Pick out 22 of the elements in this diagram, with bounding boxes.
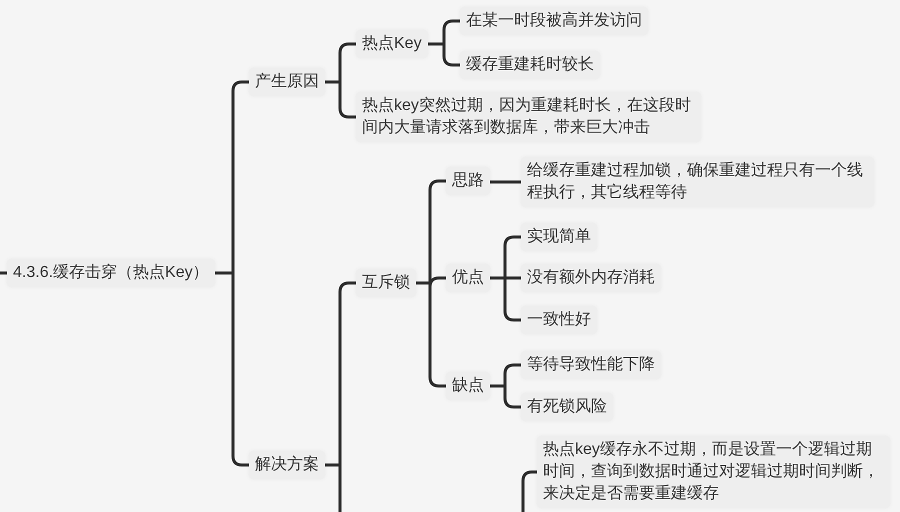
topic-box: 等待导致性能下降: [521, 351, 661, 379]
connector-line: [522, 470, 537, 512]
connector-line: [0, 272, 7, 274]
topic-box: 产生原因: [249, 68, 325, 96]
connector-line: [325, 464, 342, 512]
topic-box: 缺点: [446, 372, 490, 400]
topic-box: 互斥锁: [356, 269, 416, 297]
connector-line: [490, 180, 521, 184]
topic-box: 实现简单: [521, 223, 597, 251]
topic-box: 热点Key: [356, 30, 428, 58]
topic-box: 在某一时段被高并发访问: [460, 7, 648, 35]
topic-box: 一致性好: [521, 306, 597, 334]
topic-box: 没有额外内存消耗: [521, 264, 661, 292]
topic-box: 优点: [446, 264, 490, 292]
root-topic-box: 4.3.6.缓存击穿（热点Key）: [7, 259, 215, 287]
topic-box: 有死锁风险: [521, 393, 613, 421]
topic-box: 解决方案: [249, 451, 325, 479]
topic-box: 热点key缓存永不过期，而是设置一个逻辑过期时间，查询到数据时通过对逻辑过期时间判断，来决定是否需要重建缓存: [537, 436, 890, 508]
topic-box: 给缓存重建过程加锁，确保重建过程只有一个线程执行，其它线程等待: [521, 157, 874, 207]
topic-box: 热点key突然过期，因为重建耗时长，在这段时间内大量请求落到数据库，带来巨大冲击: [356, 92, 701, 142]
topic-box: 缓存重建耗时较长: [460, 51, 600, 79]
topic-box: 思路: [446, 167, 490, 195]
